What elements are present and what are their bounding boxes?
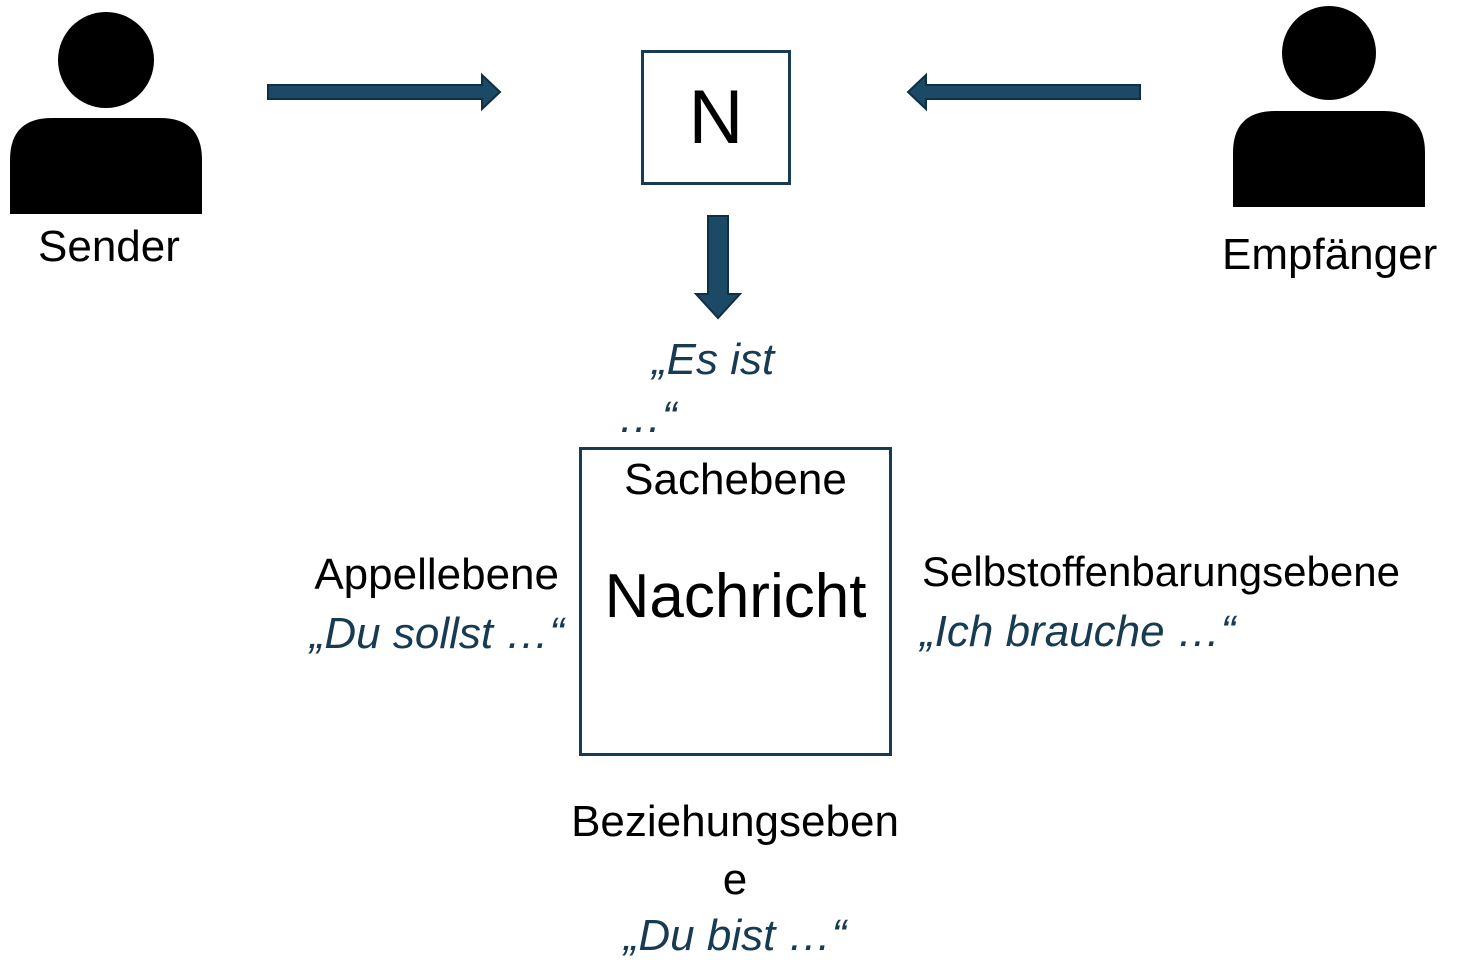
selbst-level-label: Selbstoffenbarungsebene (922, 548, 1400, 595)
appell-quote: „Du sollst …“ (309, 609, 564, 658)
sender-person-icon (10, 12, 202, 214)
message-symbol-box: N (641, 50, 791, 185)
arrow-sender-to-message (267, 72, 502, 112)
sach-level-label: Sachebene (624, 455, 847, 504)
sach-quote-line1: „Es ist (652, 335, 775, 384)
receiver-label: Empfänger (1222, 230, 1438, 279)
selbst-quote: „Ich brauche …“ (920, 607, 1236, 656)
receiver-person-icon (1233, 6, 1425, 207)
arrow-receiver-to-message (906, 72, 1141, 112)
beziehung-quote: „Du bist …“ (623, 911, 847, 960)
message-box: Sachebene Nachricht (579, 447, 892, 756)
beziehung-level-label-line2: e (722, 855, 748, 904)
arrow-message-down (693, 215, 743, 320)
message-title: Nachricht (604, 562, 867, 631)
beziehung-level-label-line1: Beziehungseben (571, 797, 899, 846)
sender-label: Sender (38, 222, 180, 271)
appell-level-label: Appellebene (314, 550, 559, 599)
message-symbol-letter: N (688, 74, 744, 160)
sach-quote-line2: …“ (618, 393, 677, 442)
